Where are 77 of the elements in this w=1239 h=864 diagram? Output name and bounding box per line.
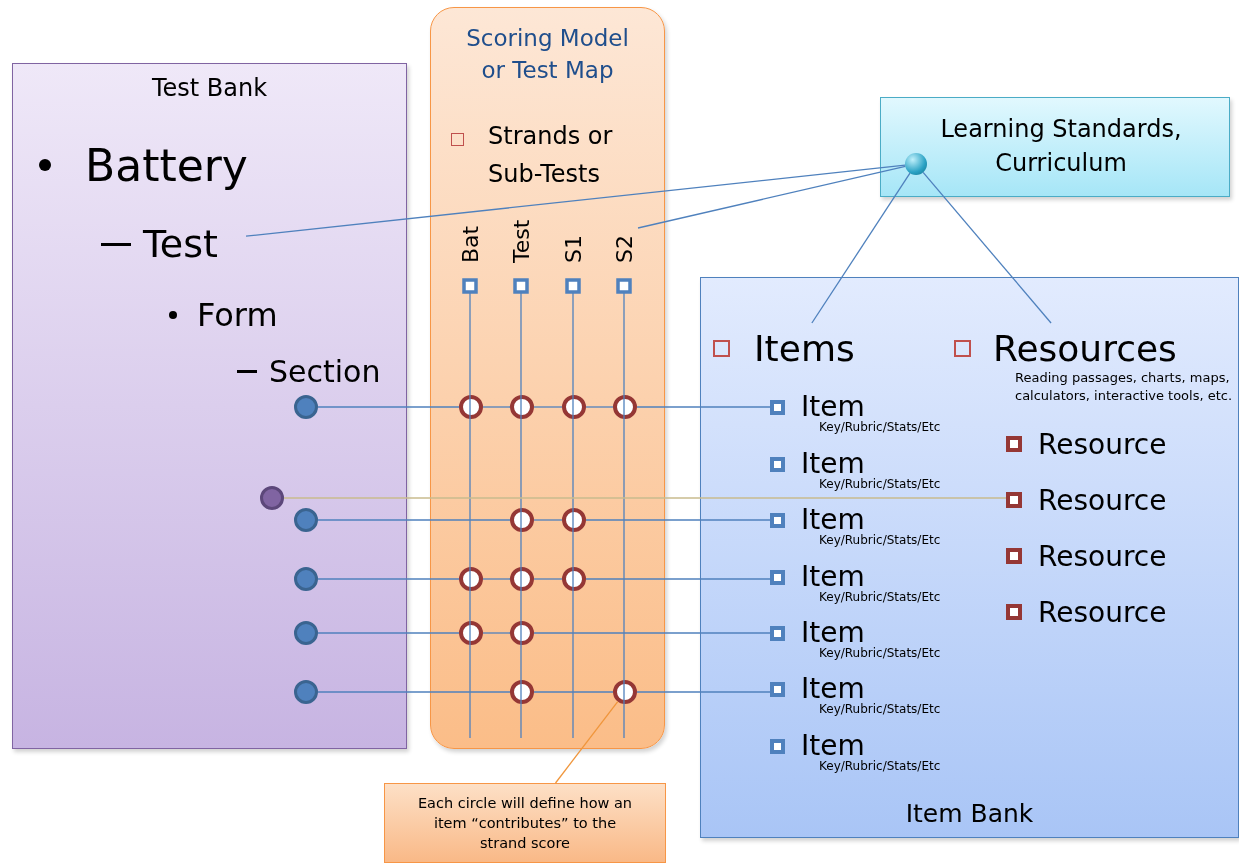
- score-circle: [510, 680, 534, 704]
- callout-text: Each circle will define how an item “contributes” to the strand score: [416, 793, 634, 854]
- resource-label: Resource: [1038, 538, 1167, 574]
- leader-line: [554, 700, 619, 784]
- panel-title: Test Bank: [151, 73, 268, 104]
- score-circle: [562, 567, 586, 591]
- node-dot: [294, 508, 318, 532]
- score-circle: [510, 395, 534, 419]
- connector-line: [637, 165, 906, 229]
- connector-line: [585, 406, 614, 408]
- score-circle: [459, 621, 483, 645]
- score-circle: [510, 508, 534, 532]
- heading-label: Items: [754, 326, 855, 371]
- item-sublabel: Key/Rubric/Stats/Etc: [819, 477, 941, 491]
- connector-line: [317, 519, 511, 521]
- column-header: Test: [509, 199, 535, 263]
- node-dot: [294, 621, 318, 645]
- connector-line: [533, 406, 563, 408]
- heading-label: Strands or Sub-Tests: [488, 121, 614, 191]
- item-sublabel: Key/Rubric/Stats/Etc: [819, 420, 941, 434]
- connector-line: [811, 172, 911, 324]
- connector-line: [482, 632, 511, 634]
- item-sublabel: Key/Rubric/Stats/Etc: [819, 590, 941, 604]
- resource-label: Resource: [1038, 426, 1167, 462]
- test-bank-panel: [12, 63, 407, 749]
- connector-line: [636, 406, 771, 408]
- connector-line: [482, 578, 511, 580]
- standards-box: [880, 97, 1230, 197]
- node-dot: [260, 486, 284, 510]
- panel-title: Item Bank: [905, 798, 1034, 830]
- hierarchy-label: Section: [269, 353, 381, 389]
- connector-line: [283, 497, 1007, 499]
- connector-line: [533, 519, 563, 521]
- connector-line: [922, 171, 1052, 324]
- node-dot: [294, 395, 318, 419]
- item-sublabel: Key/Rubric/Stats/Etc: [819, 702, 941, 716]
- connector-line: [533, 578, 563, 580]
- score-circle: [562, 395, 586, 419]
- connector-line: [317, 578, 460, 580]
- column-header: S2: [612, 199, 638, 263]
- callout-box: [384, 783, 666, 863]
- connector-line: [585, 578, 771, 580]
- hierarchy-label: Test: [143, 222, 218, 266]
- heading-label: Resources: [993, 326, 1177, 371]
- score-circle: [459, 567, 483, 591]
- hierarchy-label: Form: [197, 296, 278, 334]
- connector-line: [245, 164, 906, 237]
- connector-line: [636, 691, 771, 693]
- item-bank-panel: [700, 277, 1239, 838]
- score-circle: [510, 567, 534, 591]
- score-circle: [613, 680, 637, 704]
- item-sublabel: Key/Rubric/Stats/Etc: [819, 646, 941, 660]
- panel-title: Scoring Model or Test Map: [465, 24, 630, 86]
- hierarchy-label: Battery: [85, 139, 248, 191]
- resource-label: Resource: [1038, 594, 1167, 630]
- connector-line: [533, 632, 771, 634]
- connector-line: [317, 406, 460, 408]
- score-circle: [613, 395, 637, 419]
- connector-line: [482, 406, 511, 408]
- item-sublabel: Key/Rubric/Stats/Etc: [819, 759, 941, 773]
- node-dot: [294, 567, 318, 591]
- sphere-connector: [905, 153, 927, 175]
- item-sublabel: Key/Rubric/Stats/Etc: [819, 533, 941, 547]
- connector-line: [533, 691, 614, 693]
- column-header: Bat: [458, 199, 484, 263]
- score-circle: [562, 508, 586, 532]
- score-circle: [510, 621, 534, 645]
- node-dot: [294, 680, 318, 704]
- connector-line: [317, 691, 511, 693]
- score-circle: [459, 395, 483, 419]
- column-header: S1: [561, 199, 587, 263]
- scoring-panel: [430, 7, 665, 749]
- box-label: Learning Standards, Curriculum: [939, 114, 1183, 179]
- description-text: Reading passages, charts, maps, calculators, interactive tools, etc.: [1014, 369, 1234, 405]
- connector-line: [585, 519, 771, 521]
- resource-label: Resource: [1038, 482, 1167, 518]
- connector-line: [317, 632, 460, 634]
